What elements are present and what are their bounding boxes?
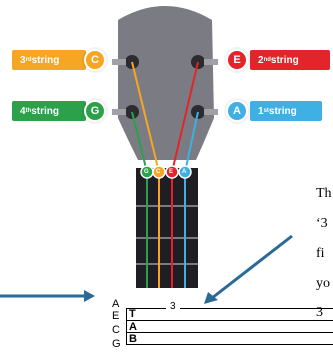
fourth-string-suffix: th <box>25 108 32 114</box>
headstock <box>118 6 214 160</box>
first-string-suffix: st <box>263 108 269 114</box>
second-string-num: 2 <box>258 54 264 66</box>
third-string-num: 3 <box>20 54 26 66</box>
note-a-letter: A <box>233 105 241 117</box>
note-e-badge: E <box>226 49 248 71</box>
tab-line-1 <box>126 308 333 309</box>
tab-marker-t: T <box>129 308 136 320</box>
tab-string-name-e: E <box>112 310 120 322</box>
third-string-suffix: rd <box>25 57 32 63</box>
side-text-line-1: Th <box>316 186 332 201</box>
neck <box>136 168 198 288</box>
second-string-suffix: nd <box>263 57 271 63</box>
fourth-string-text: string <box>31 105 60 117</box>
first-string-num: 1 <box>258 105 264 117</box>
note-a-badge: A <box>226 100 248 122</box>
side-text-line-3: fi <box>316 246 325 261</box>
side-text-line-2: ‘3 <box>316 216 328 231</box>
pointer-arrows <box>0 234 293 304</box>
second-string-text: string <box>270 54 299 66</box>
note-g-letter: G <box>90 105 100 117</box>
side-text-line-4: yo <box>316 276 330 291</box>
fourth-string-num: 4 <box>20 105 26 117</box>
nut-letter-g: G <box>144 169 149 175</box>
tab-line-4 <box>126 344 333 345</box>
nut-note-circles <box>140 165 192 179</box>
note-g-badge: G <box>84 100 106 122</box>
side-text-line-5: 3 <box>316 305 323 320</box>
nut-letter-c: C <box>156 169 161 175</box>
nut-letter-e: E <box>169 169 174 175</box>
tab-staff: A E C G T A B 3 <box>112 296 333 364</box>
note-c-badge: C <box>84 49 106 71</box>
tab-string-name-g: G <box>112 338 121 350</box>
nut-letter-a: A <box>182 169 187 175</box>
note-e-letter: E <box>233 54 241 66</box>
tab-string-name-a: A <box>112 298 120 310</box>
nut-letters: G C E A <box>141 166 191 178</box>
tab-line-2 <box>126 320 333 321</box>
first-string-text: string <box>268 105 297 117</box>
tab-marker-a: A <box>129 321 137 333</box>
third-string-text: string <box>31 54 60 66</box>
tab-string-name-c: C <box>112 324 120 336</box>
note-c-letter: C <box>91 54 99 66</box>
tab-line-3 <box>126 332 333 333</box>
tab-left-bar <box>126 308 127 345</box>
tab-fret-number: 3 <box>166 301 180 312</box>
tab-marker-b: B <box>129 333 137 345</box>
